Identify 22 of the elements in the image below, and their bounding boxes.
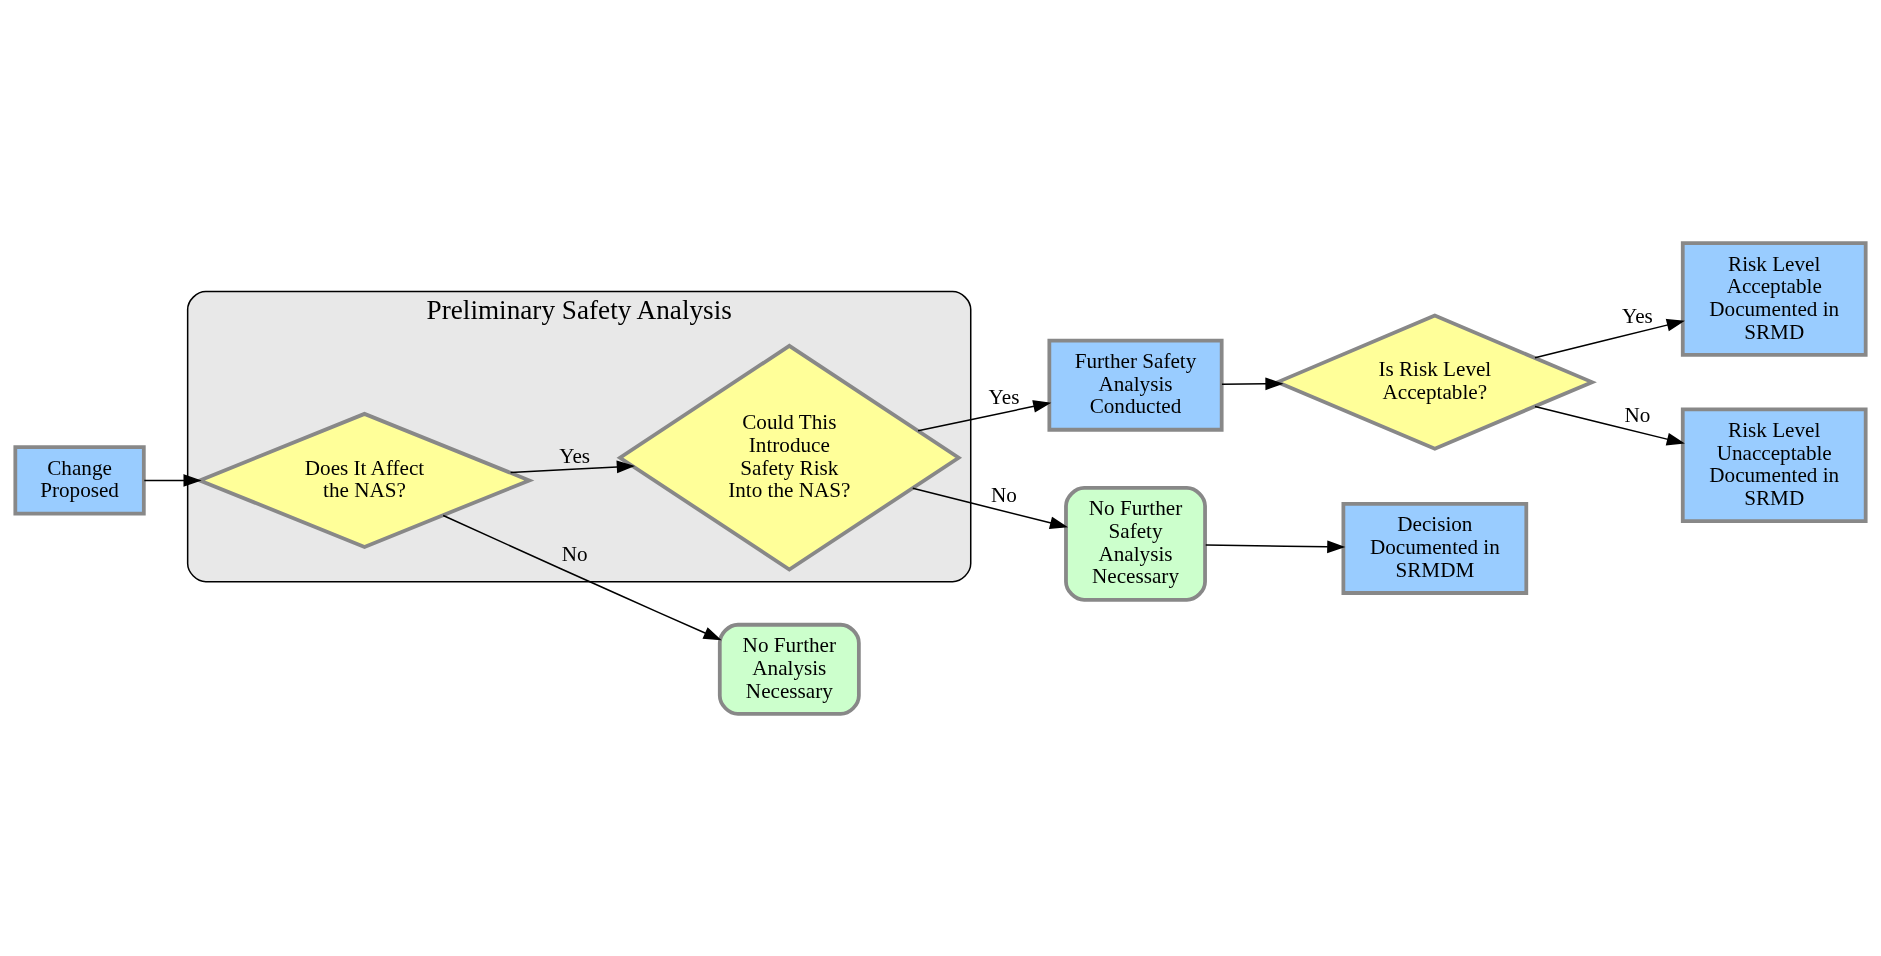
- edge-label: Yes: [988, 384, 1020, 409]
- node-box: Further Safety Analysis Conducted: [1047, 338, 1224, 432]
- node-box: Decision Documented in SRMDM: [1341, 501, 1529, 595]
- node-box: Risk Level Acceptable Documented in SRMD: [1680, 240, 1868, 357]
- edge-label: No: [1624, 402, 1651, 427]
- node-box: No Further Safety Analysis Necessary: [1064, 485, 1207, 602]
- arrow: [1205, 539, 1346, 553]
- node-box: Change Proposed: [13, 444, 146, 516]
- arrow: [917, 399, 1052, 432]
- arrow: [509, 460, 635, 473]
- arrow: [1221, 377, 1284, 390]
- node-box: No Further Analysis Necessary: [717, 622, 861, 716]
- node-box: Risk Level Unacceptable Documented in SRMD: [1680, 406, 1868, 523]
- arrow: [143, 473, 202, 487]
- edge-label: No: [991, 482, 1017, 507]
- arrow: [442, 514, 722, 640]
- edge-label: Yes: [1622, 303, 1653, 328]
- arrow: [1534, 405, 1685, 445]
- arrow: [912, 487, 1069, 529]
- edge-label: Yes: [559, 443, 591, 468]
- arrow: [1534, 318, 1685, 358]
- edge-label: No: [561, 541, 588, 566]
